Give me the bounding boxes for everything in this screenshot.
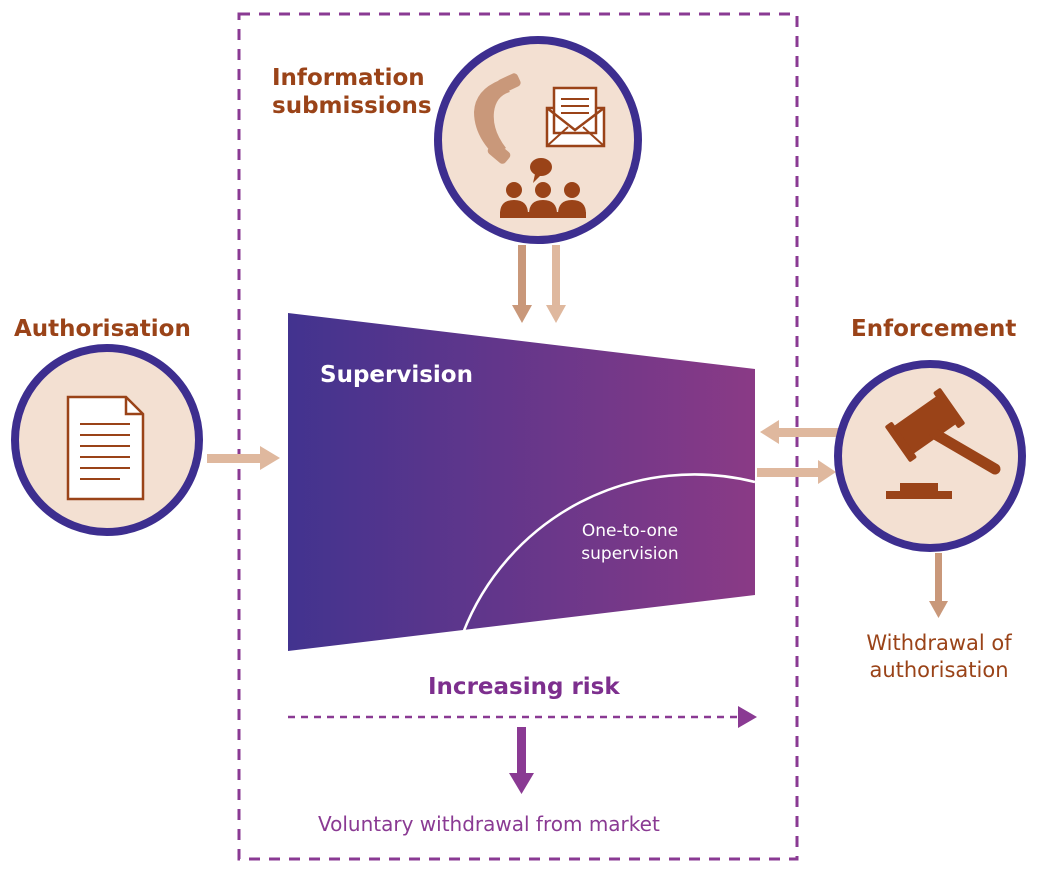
gavel-icon xyxy=(885,388,1001,499)
increasing-risk-label: Increasing risk xyxy=(428,674,620,700)
risk-arrow xyxy=(288,706,757,728)
authorisation-circle xyxy=(11,344,203,536)
information-submissions-label: Information submissions xyxy=(272,65,432,119)
authorisation-arrow xyxy=(207,446,280,470)
one-to-one-arc xyxy=(461,473,756,634)
voluntary-withdrawal-label: Voluntary withdrawal from market xyxy=(318,812,660,836)
withdrawal-of-authorisation-label: Withdrawal of authorisation xyxy=(866,631,1012,682)
one-to-one-label: One-to-one supervision xyxy=(581,521,679,564)
enforcement-circle xyxy=(834,360,1026,552)
telephone-icon xyxy=(474,73,521,164)
info-arrows xyxy=(512,245,566,323)
supervision-funnel xyxy=(288,313,755,651)
information-circle xyxy=(434,36,642,244)
document-icon xyxy=(66,395,145,501)
meeting-icon xyxy=(500,158,586,218)
withdrawal-arrow xyxy=(929,553,948,618)
authorisation-label: Authorisation xyxy=(14,316,191,342)
supervision-label: Supervision xyxy=(320,362,473,388)
voluntary-arrow xyxy=(509,727,534,794)
enforcement-label: Enforcement xyxy=(851,316,1017,342)
envelope-icon xyxy=(545,86,606,148)
enforcement-arrows xyxy=(757,420,840,484)
